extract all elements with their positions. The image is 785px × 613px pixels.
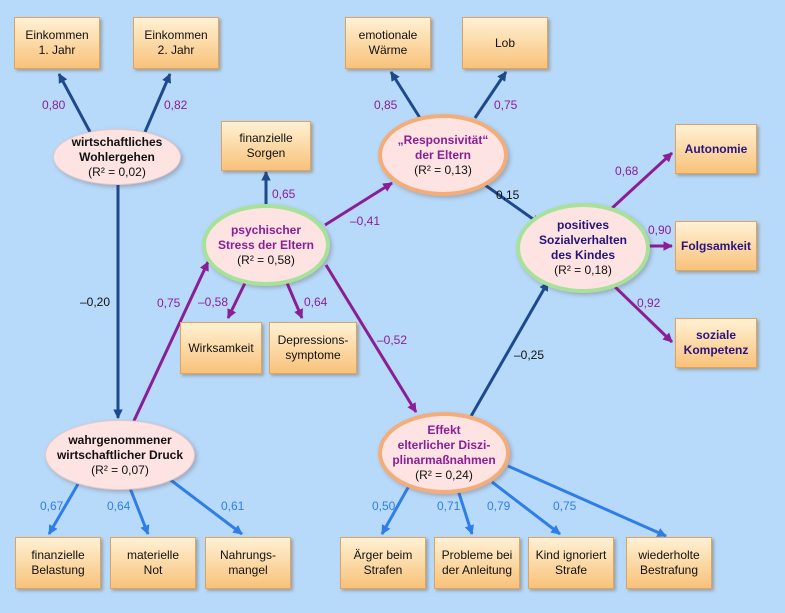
box-wiederholte-bestrafung: wiederholte Bestrafung [626, 537, 712, 589]
arrow-resp-lob [473, 71, 508, 119]
ellipse-sozialverhalten-name: positives Sozialverhalten des Kindes [538, 218, 628, 262]
coef-wirksamkeit: –0,58 [198, 295, 229, 309]
ellipse-wohlergehen: wirtschaftliches Wohlergehen (R² = 0,02) [53, 129, 181, 185]
arrow-disz-wiederholt [507, 464, 667, 538]
box-kind-ignoriert-strafe: Kind ignoriert Strafe [528, 537, 614, 589]
ellipse-sozialverhalten: positives Sozialverhalten des Kindes (R²… [516, 203, 650, 293]
ellipse-wohlergehen-name: wirtschaftliches Wohlergehen [71, 134, 163, 164]
box-folgsamkeit: Folgsamkeit [675, 221, 757, 271]
box-finanzielle-belastung: finanzielle Belastung [15, 537, 101, 589]
arrow-sozial-autonomie [608, 151, 674, 212]
ellipse-disziplin-name: Effekt elterlicher Diszi- plinarmaßnahme… [392, 423, 496, 467]
arrow-wohlergehen-einkommen1 [57, 73, 92, 133]
coef-finanzielle-belastung: 0,67 [40, 499, 64, 513]
arrow-disz-ignoriert [491, 480, 561, 536]
coef-lob: 0,75 [494, 98, 518, 112]
arrow-druck-stress [130, 261, 210, 426]
coef-nahrungsmangel: 0,61 [221, 499, 245, 513]
box-finanzielle-sorgen: finanzielle Sorgen [221, 121, 311, 171]
ellipse-sozialverhalten-r2: (R² = 0,18) [554, 263, 612, 277]
ellipse-disziplin: Effekt elterlicher Diszi- plinarmaßnahme… [378, 412, 510, 494]
ellipse-stress-r2: (R² = 0,58) [237, 252, 295, 267]
arrow-druck-not [128, 487, 150, 535]
box-lob: Lob [462, 17, 548, 69]
arrow-disz-aerger [380, 483, 412, 535]
arrow-resp-sozial [477, 178, 541, 226]
box-wirksamkeit: Wirksamkeit [180, 322, 262, 374]
coef-probleme: 0,71 [437, 499, 461, 513]
ellipse-druck: wahrgenommener wirtschaftlicher Druck (R… [45, 420, 195, 490]
coef-folgsamkeit: 0,90 [648, 223, 672, 237]
arrow-disz-probleme [456, 489, 474, 535]
coef-stress-disz: –0,52 [377, 333, 408, 347]
ellipse-druck-name: wahrgenommener wirtschaftlicher Druck [56, 432, 184, 462]
coef-depression: 0,64 [304, 295, 328, 309]
ellipse-disziplin-r2: (R² = 0,24) [415, 468, 473, 482]
coef-stress-resp: –0,41 [350, 214, 381, 228]
coef-soziale-kompetenz: 0,92 [637, 296, 661, 310]
coef-ignoriert: 0,79 [487, 499, 511, 513]
coef-einkommen-2: 0,82 [164, 98, 188, 112]
coef-autonomie: 0,68 [615, 164, 639, 178]
arrow-stress-wirksamkeit [226, 282, 247, 319]
coef-disz-sozial: –0,25 [514, 348, 545, 362]
box-probleme-anleitung: Probleme bei der Anleitung [434, 537, 520, 589]
box-emotionale-waerme: emotionale Wärme [345, 17, 431, 69]
box-autonomie: Autonomie [675, 124, 757, 174]
arrow-sozial-kompetenz [608, 280, 674, 344]
arrow-disz-sozial [468, 281, 550, 419]
arrow-stress-depression [285, 282, 304, 319]
box-soziale-kompetenz: soziale Kompetenz [675, 318, 757, 368]
box-einkommen-1: Einkommen 1. Jahr [14, 17, 100, 69]
coef-wiederholt: 0,75 [553, 499, 577, 513]
coef-resp-sozial: 0,15 [496, 188, 520, 202]
arrow-druck-nahrung [167, 476, 243, 536]
box-depressionssymptome: Depressions- symptome [269, 322, 357, 374]
box-nahrungsmangel: Nahrungs- mangel [205, 537, 291, 589]
coef-einkommen-1: 0,80 [42, 98, 66, 112]
ellipse-stress-name: psychischer Stress der Eltern [217, 222, 315, 252]
coef-waerme: 0,85 [374, 98, 398, 112]
box-materielle-not: materielle Not [110, 537, 196, 589]
arrow-stress-resp [324, 181, 393, 227]
coef-druck-stress: 0,75 [157, 296, 181, 310]
coef-aerger: 0,50 [372, 499, 396, 513]
arrow-wohlergehen-einkommen2 [143, 73, 172, 133]
arrow-druck-belastung [47, 483, 80, 535]
ellipse-responsivitaet-r2: (R² = 0,13) [414, 162, 472, 177]
arrow-stress-disz [324, 264, 418, 413]
arrow-resp-waerme [389, 71, 422, 119]
ellipse-wohlergehen-r2: (R² = 0,02) [88, 164, 146, 179]
box-aerger-beim-strafen: Ärger beim Strafen [340, 537, 426, 589]
coef-materielle-not: 0,64 [107, 499, 131, 513]
box-einkommen-2: Einkommen 2. Jahr [133, 17, 219, 69]
ellipse-druck-r2: (R² = 0,07) [91, 462, 149, 477]
ellipse-stress: psychischer Stress der Eltern (R² = 0,58… [202, 204, 330, 286]
coef-wohlergehen-druck: –0,20 [80, 295, 111, 309]
ellipse-responsivitaet-name: „Responsivität“ der Eltern [397, 132, 489, 162]
coef-finanzielle-sorgen: 0,65 [272, 187, 296, 201]
ellipse-responsivitaet: „Responsivität“ der Eltern (R² = 0,13) [378, 114, 508, 196]
